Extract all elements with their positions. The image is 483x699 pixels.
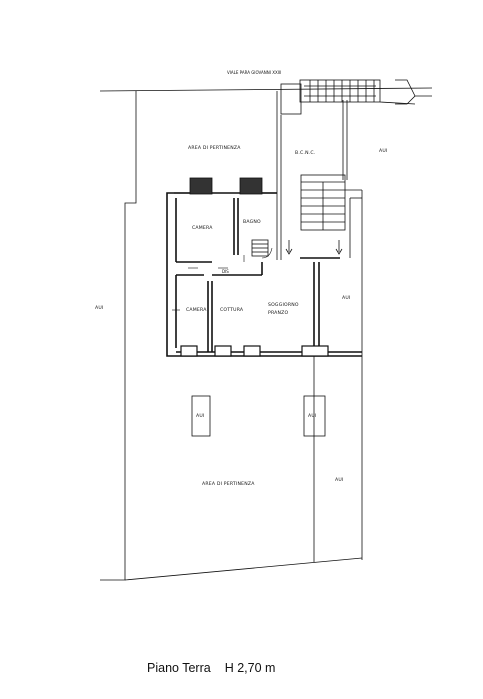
bathroom-fixtures [251,239,269,257]
windows [180,345,329,357]
chimneys [189,177,263,195]
bcnc-label: B.C.N.C. [295,150,315,156]
aui-box-1 [191,395,211,437]
apartment-walls [166,192,362,357]
aui-box-2 [303,395,326,437]
street-line [99,87,433,92]
floor-height: H 2,70 m [224,661,276,675]
top-stair [280,79,432,115]
room-cottura-label: COTTURA [220,307,244,313]
street-label: VIALE PARA GIOVANNI XXIII [227,70,281,75]
aui-box-2-label: AUI [308,413,316,419]
central-stair [300,174,362,258]
floor-name: Piano Terra [147,661,211,675]
lot-boundary-left [100,91,137,581]
room-camera-2-label: CAMERA [186,307,207,313]
room-pranzo-label: PRANZO [268,310,289,316]
aui-left-label: AUI [95,305,103,311]
aui-bottom-right-label: AUI [335,477,343,483]
doors [172,247,273,311]
floor-caption: Piano Terra H 2,70 m [147,661,275,675]
aui-mid-right-label: AUI [342,295,350,301]
area-pertinenza-top-label: AREA DI PERTINENZA [188,145,241,151]
room-soggiorno-label: SOGGIORNO [268,302,299,308]
arrows [285,240,343,255]
aui-box-1-label: AUI [196,413,204,419]
lot-boundary-bottom [124,557,363,581]
room-camera-1-label: CAMERA [192,225,213,231]
aui-top-right-label: AUI [379,148,387,154]
area-pertinenza-bottom-label: AREA DI PERTINENZA [202,481,255,487]
room-bagno-label: BAGNO [243,219,261,225]
room-dis-label: DIS [222,269,229,274]
